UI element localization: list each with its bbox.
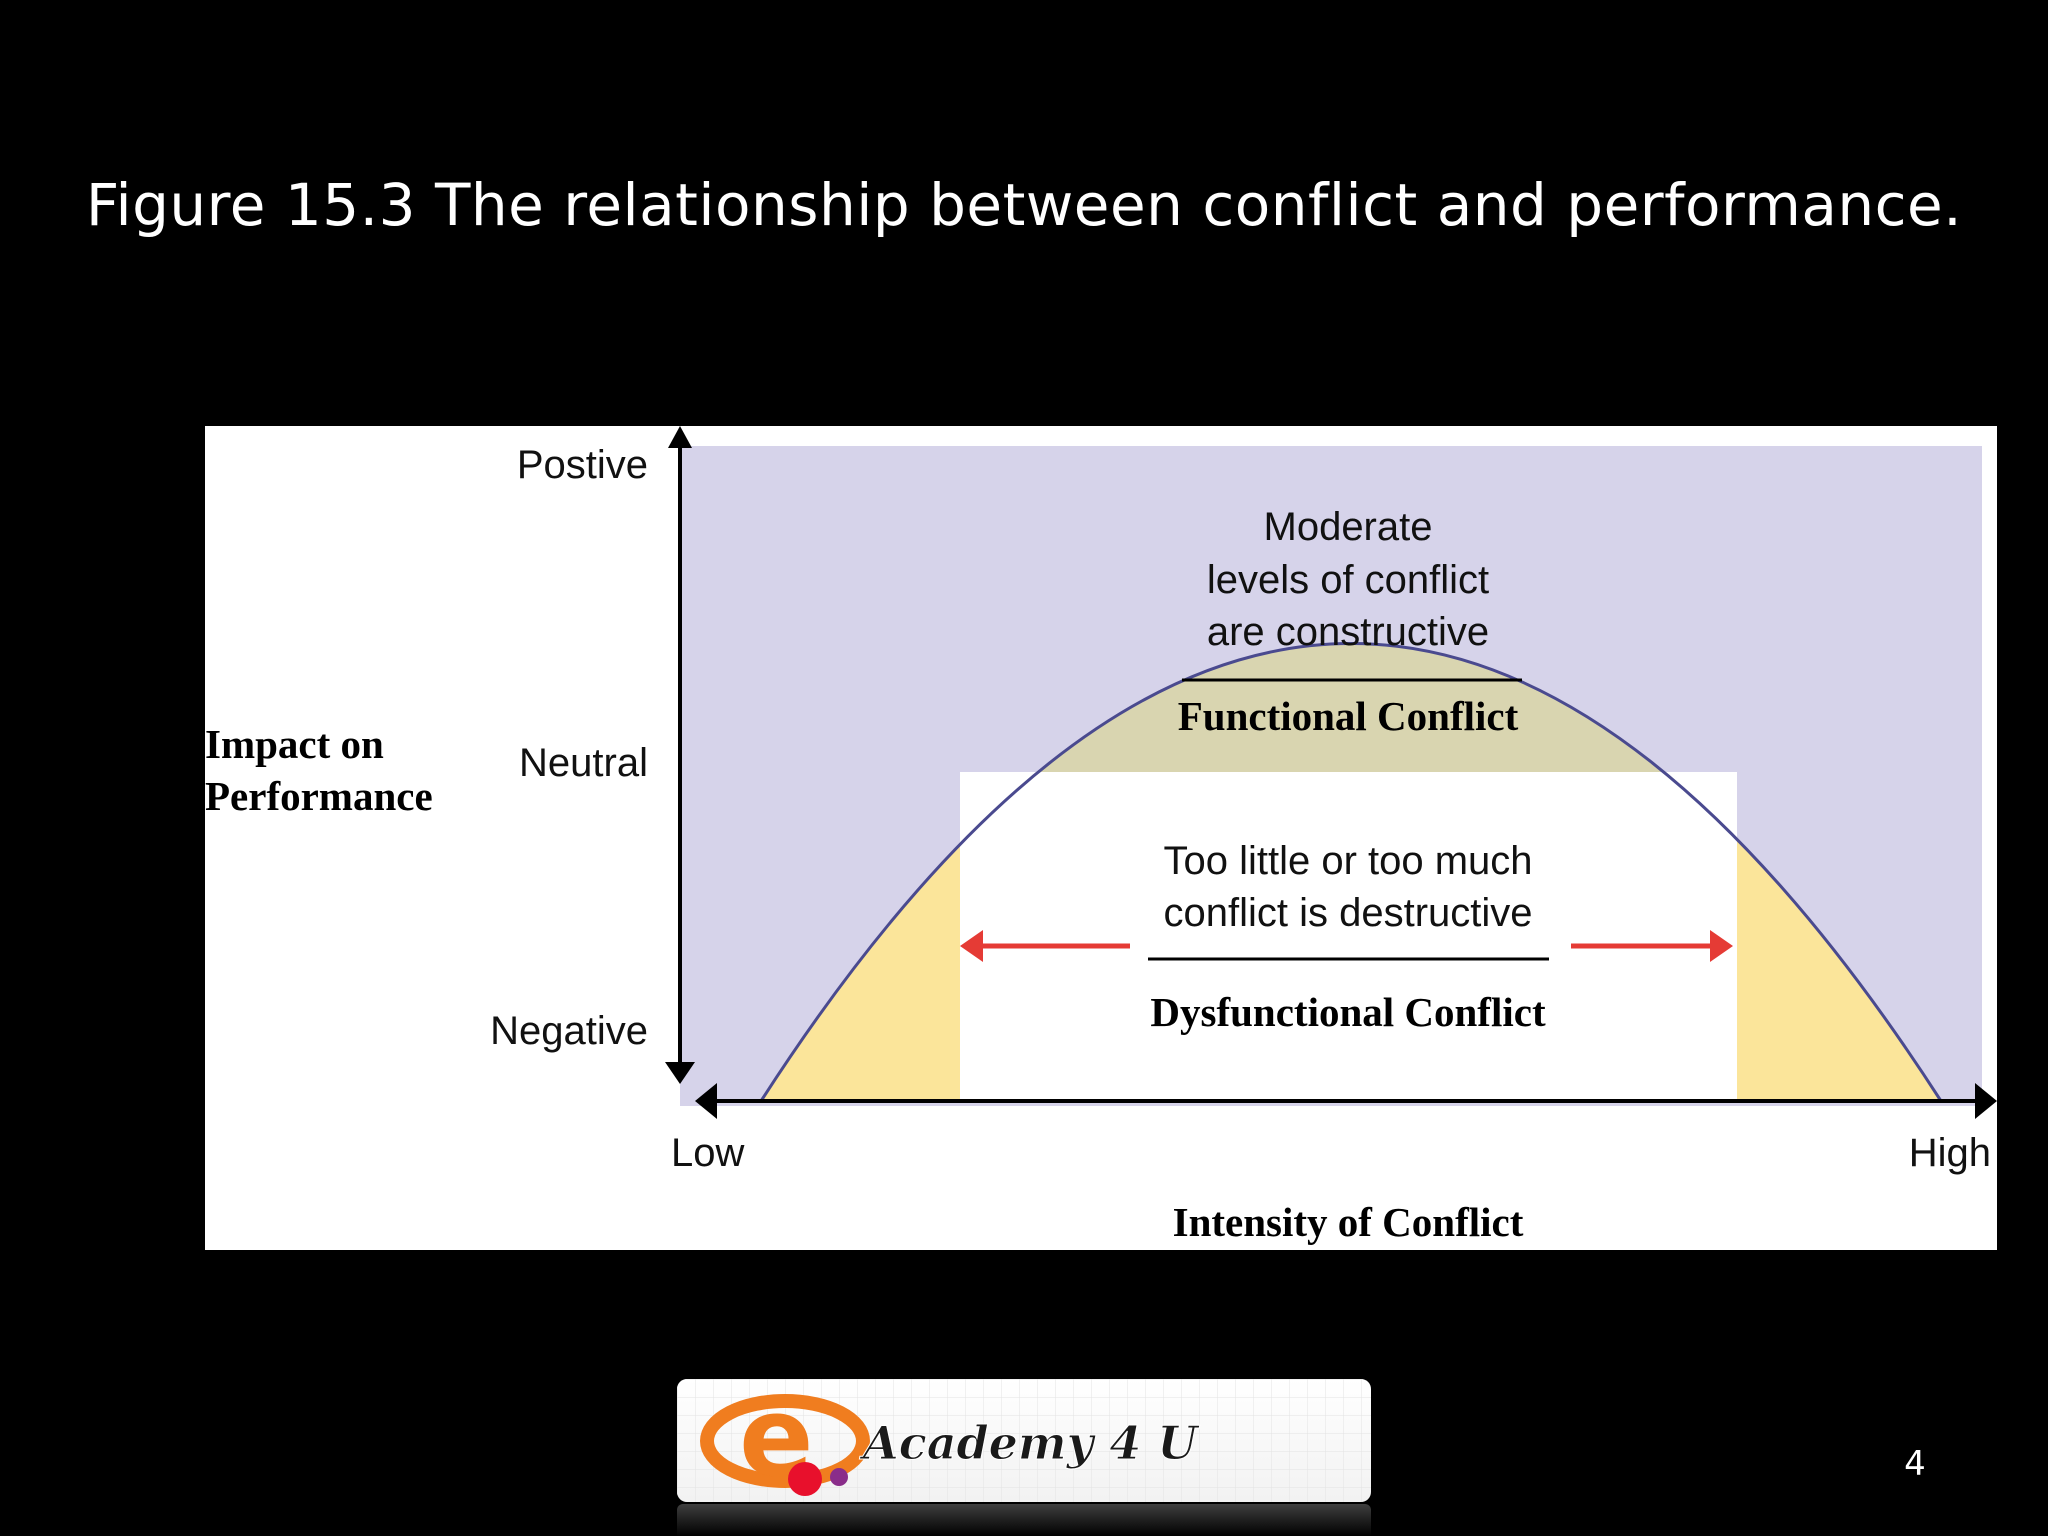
y-tick-negative: Negative — [490, 1009, 648, 1053]
functional-caption-line2: levels of conflict — [1207, 558, 1489, 602]
y-axis-title-line1: Impact on — [205, 721, 384, 767]
x-axis-arrow-left — [695, 1083, 717, 1119]
logo-graphic: e Academy 4 U — [677, 1379, 1371, 1502]
y-axis-title-line2: Performance — [205, 773, 433, 819]
conflict-performance-diagram: Postive Neutral Negative Impact on Perfo… — [205, 426, 1997, 1250]
logo-red-dot — [788, 1462, 822, 1496]
diagram-canvas: Postive Neutral Negative Impact on Perfo… — [205, 426, 1997, 1245]
y-tick-positive: Postive — [517, 443, 648, 487]
dysfunctional-heading: Dysfunctional Conflict — [1150, 989, 1546, 1035]
functional-heading: Functional Conflict — [1178, 693, 1519, 739]
dysfunctional-caption-line2: conflict is destructive — [1163, 891, 1532, 935]
y-tick-neutral: Neutral — [519, 741, 648, 785]
functional-caption-line1: Moderate — [1264, 505, 1433, 549]
x-axis-title: Intensity of Conflict — [1173, 1199, 1524, 1245]
page-number: 4 — [1904, 1444, 1926, 1484]
performance-curve — [759, 642, 1943, 1102]
functional-caption-line3: are constructive — [1207, 610, 1489, 654]
right-red-arrowhead — [1710, 930, 1733, 962]
logo-purple-dot — [830, 1468, 848, 1486]
logo-orbit-ring — [700, 1394, 870, 1488]
slide-title: Figure 15.3 The relationship between con… — [85, 171, 1963, 239]
left-red-arrowhead — [960, 930, 983, 962]
dysfunctional-caption-line1: Too little or too much — [1163, 839, 1532, 883]
y-axis-arrow-up — [668, 426, 692, 448]
x-axis-arrow-right — [1975, 1083, 1997, 1119]
logo-reflection — [677, 1504, 1371, 1536]
logo-wordmark: Academy 4 U — [859, 1416, 1200, 1470]
y-axis-arrow-down — [665, 1062, 695, 1084]
dysfunctional-zone — [960, 772, 1737, 1101]
x-tick-high: High — [1909, 1131, 1991, 1175]
eacademy-logo: e Academy 4 U — [677, 1379, 1371, 1502]
x-tick-low: Low — [671, 1131, 744, 1175]
